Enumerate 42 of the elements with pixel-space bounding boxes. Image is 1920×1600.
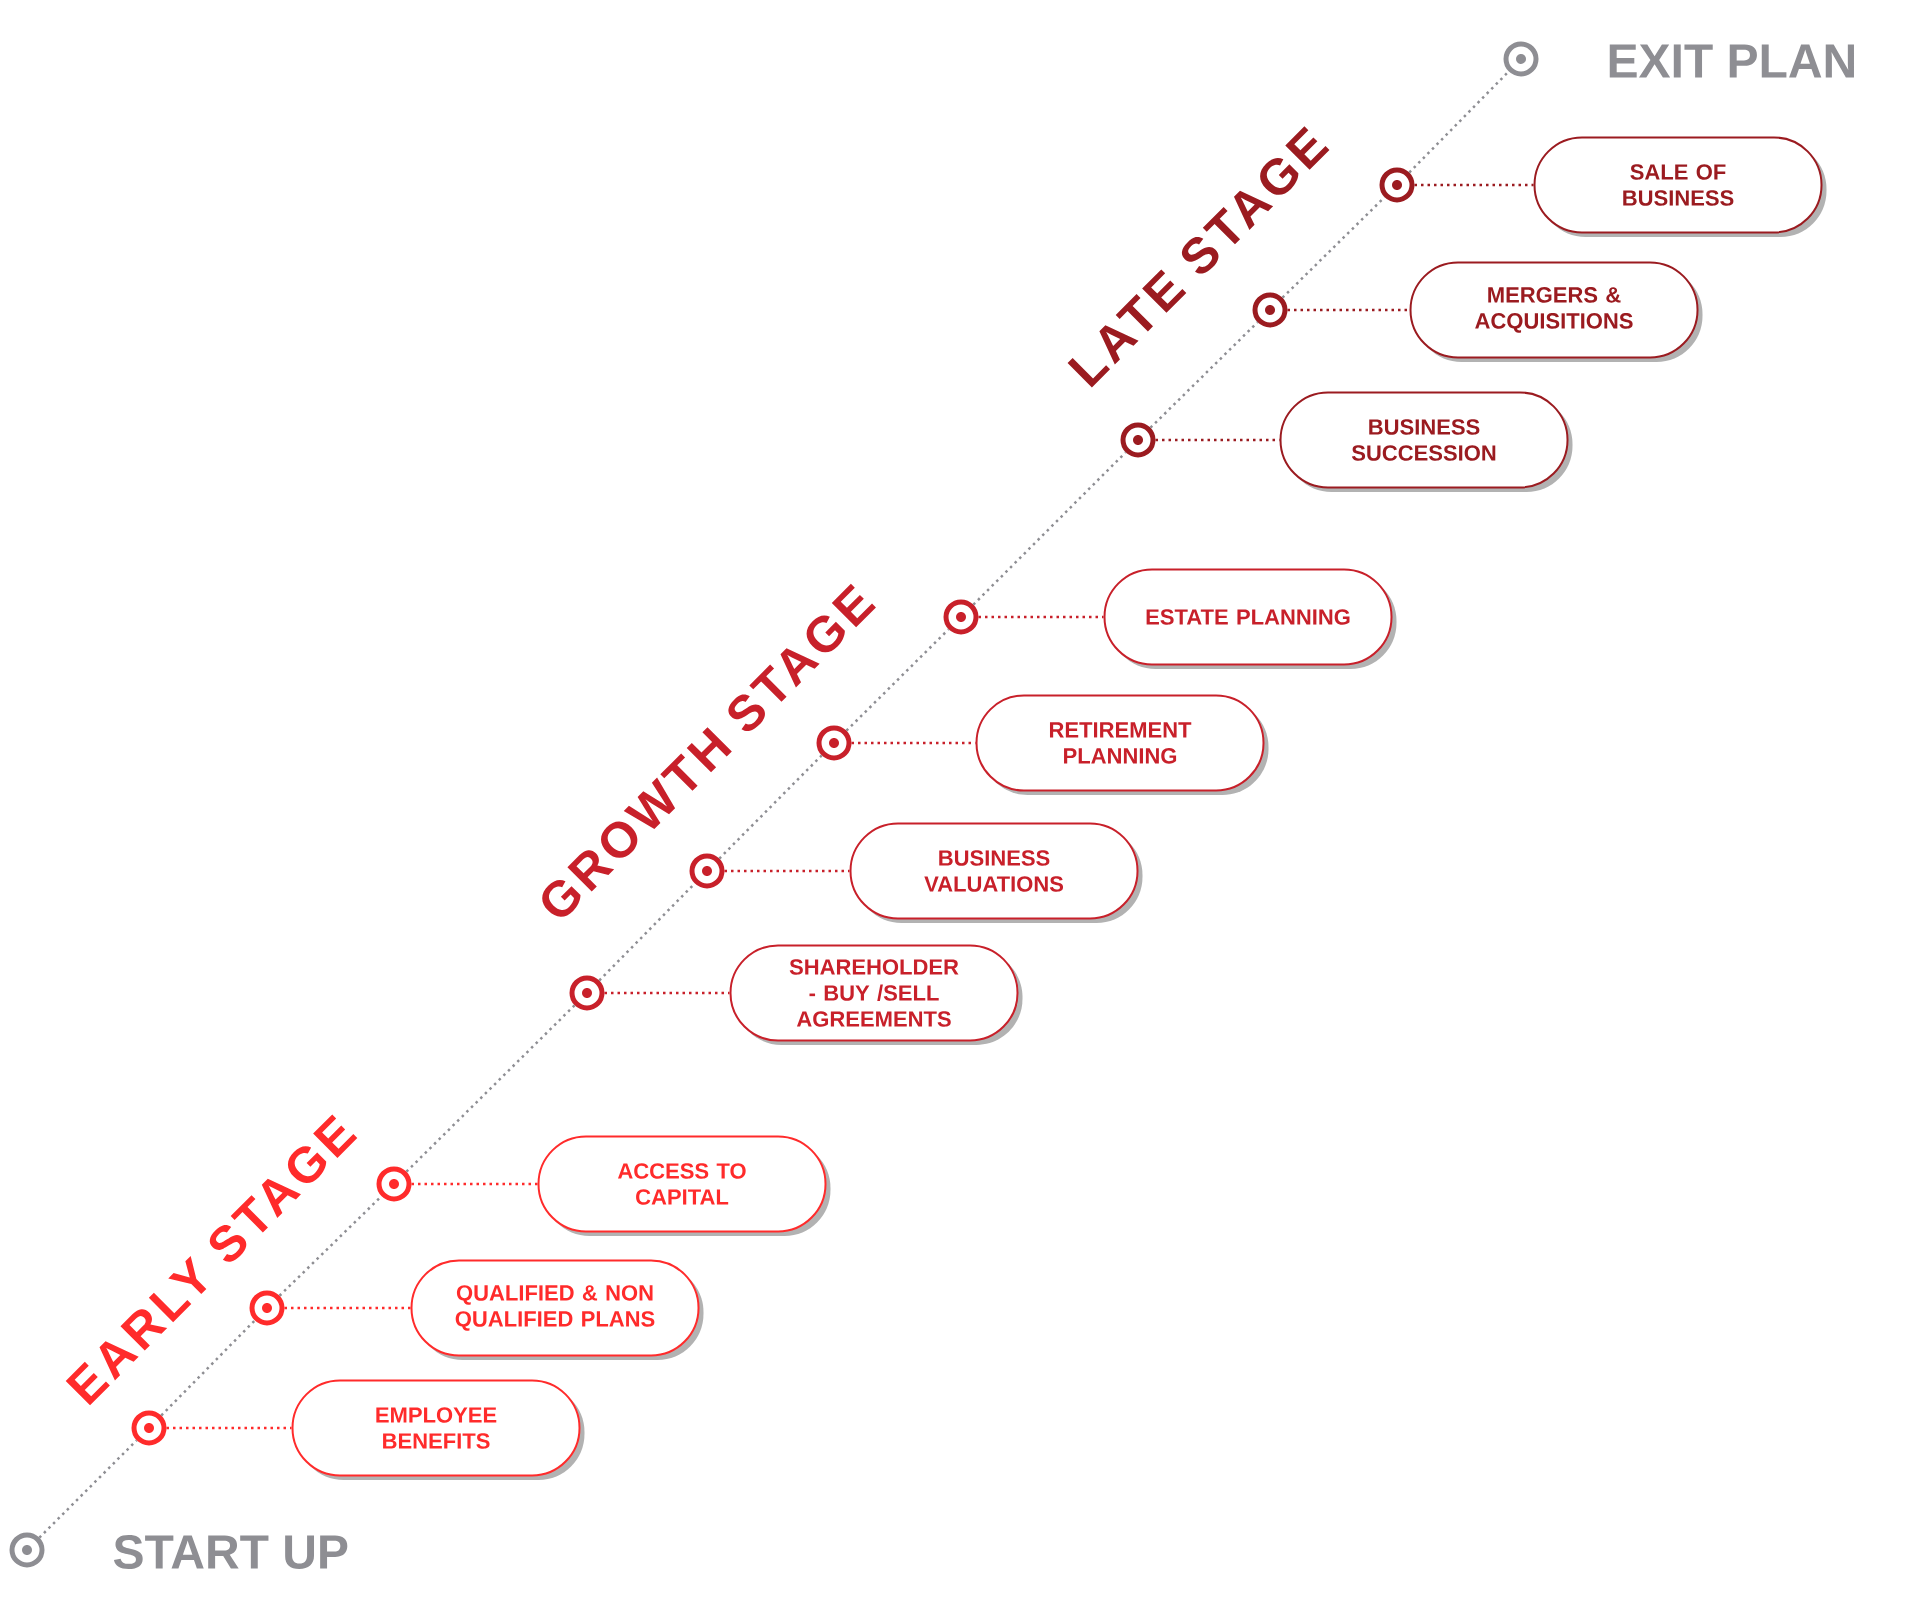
pill-box: QUALIFIED & NON QUALIFIED PLANS <box>410 1259 704 1360</box>
target-marker <box>376 1166 412 1202</box>
dotted-line <box>405 1004 576 1173</box>
pill-box: ESTATE PLANNING <box>1103 568 1397 669</box>
endpoint-label: START UP <box>113 1535 348 1569</box>
target-marker <box>131 1410 167 1446</box>
pill-box: MERGERS & ACQUISITIONS <box>1409 261 1703 362</box>
pill-box: SALE OF BUSINESS <box>1533 136 1827 237</box>
target-marker <box>1120 422 1156 458</box>
pill-box: SHAREHOLDER - BUY /SELL AGREEMENTS <box>729 944 1023 1045</box>
dotted-line <box>718 754 823 860</box>
target-marker <box>1252 292 1288 328</box>
dotted-line <box>845 628 950 732</box>
dotted-line <box>160 1319 256 1417</box>
pill-box: EMPLOYEE BENEFITS <box>291 1379 585 1480</box>
dotted-line <box>284 1306 411 1310</box>
dotted-line <box>604 991 730 995</box>
dotted-line <box>1287 308 1410 312</box>
target-marker <box>569 975 605 1011</box>
dotted-line <box>598 882 696 982</box>
endpoint-label: EXIT PLAN <box>1609 44 1854 78</box>
dotted-line <box>724 869 850 873</box>
dotted-line <box>411 1182 538 1186</box>
dotted-line <box>851 741 976 745</box>
pill-box: ACCESS TO CAPITAL <box>537 1135 831 1236</box>
target-marker <box>943 599 979 635</box>
target-marker <box>1379 167 1415 203</box>
dotted-line <box>38 1439 138 1539</box>
dotted-line <box>1414 183 1534 187</box>
dotted-line <box>1155 438 1280 442</box>
pill-box: BUSINESS SUCCESSION <box>1279 391 1573 492</box>
dotted-line <box>1149 321 1259 429</box>
dotted-line <box>1281 196 1386 299</box>
pill-box: RETIREMENT PLANNING <box>975 694 1269 795</box>
dotted-line <box>978 615 1104 619</box>
dotted-line <box>1408 70 1510 174</box>
dotted-line <box>972 451 1127 606</box>
dotted-line <box>278 1195 383 1297</box>
dotted-line <box>166 1426 292 1430</box>
target-marker <box>689 853 725 889</box>
pill-box: BUSINESS VALUATIONS <box>849 822 1143 923</box>
target-marker <box>249 1290 285 1326</box>
